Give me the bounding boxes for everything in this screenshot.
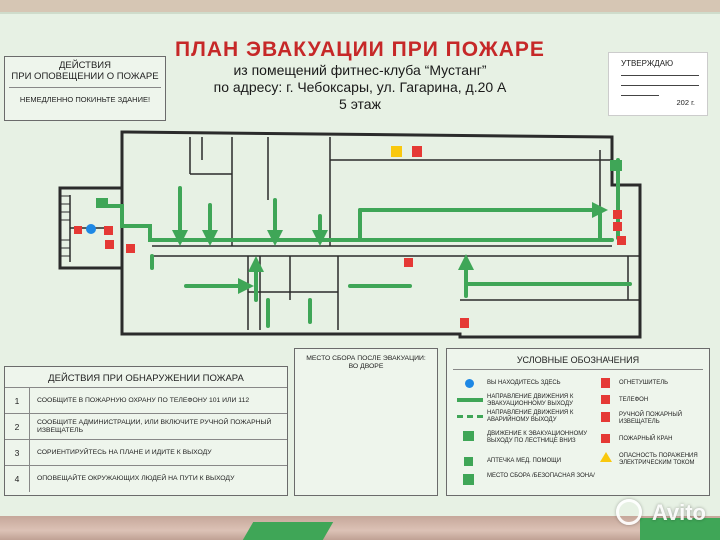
approve-label: УТВЕРЖДАЮ — [621, 59, 674, 68]
notify-actions-box: ДЕЙСТВИЯ ПРИ ОПОВЕЩЕНИИ О ПОЖАРЕ НЕМЕДЛЕ… — [4, 56, 166, 121]
first-aid-icon — [464, 457, 473, 466]
evacuation-routes — [102, 158, 632, 328]
plan-signs — [74, 146, 626, 328]
table-row: 1 СООБЩИТЕ В ПОЖАРНУЮ ОХРАНУ ПО ТЕЛЕФОНУ… — [5, 388, 287, 414]
emergency-arrow-icon — [457, 415, 483, 418]
phone-icon — [601, 395, 610, 404]
electric-hazard-icon — [600, 452, 612, 462]
evac-arrow-icon — [457, 398, 483, 402]
extinguisher-icon — [601, 378, 610, 388]
notify-title-1: ДЕЙСТВИЯ — [59, 60, 111, 71]
avito-logo-icon — [616, 499, 642, 525]
assembly-box: МЕСТО СБОРА ПОСЛЕ ЭВАКУАЦИИ: ВО ДВОРЕ — [294, 348, 438, 496]
subtitle-line-3: 5 этаж — [339, 96, 381, 112]
fire-hydrant-icon — [601, 434, 610, 443]
fire-actions-table: ДЕЙСТВИЯ ПРИ ОБНАРУЖЕНИИ ПОЖАРА 1 СООБЩИ… — [4, 366, 288, 496]
green-corner-right — [640, 518, 720, 540]
table-row: 2 СООБЩИТЕ АДМИНИСТРАЦИИ, ИЛИ ВКЛЮЧИТЕ Р… — [5, 414, 287, 440]
notify-text: НЕМЕДЛЕННО ПОКИНЬТЕ ЗДАНИЕ! — [19, 95, 151, 104]
table-row: 3 СОРИЕНТИРУЙТЕСЬ НА ПЛАНЕ И ИДИТЕ К ВЫХ… — [5, 440, 287, 466]
approve-year: 202 г. — [676, 98, 695, 107]
legend-box: УСЛОВНЫЕ ОБОЗНАЧЕНИЯ ВЫ НАХОДИТЕСЬ ЗДЕСЬ… — [446, 348, 710, 496]
assembly-title-2: ВО ДВОРЕ — [348, 363, 384, 370]
stairs — [60, 195, 70, 257]
legend-title: УСЛОВНЫЕ ОБОЗНАЧЕНИЯ — [516, 355, 640, 365]
manual-alarm-icon — [601, 412, 610, 422]
subtitle-line-1: из помещений фитнес-клуба “Мустанг” — [233, 62, 487, 78]
assembly-point-icon — [463, 474, 474, 485]
assembly-title-1: МЕСТО СБОРА ПОСЛЕ ЭВАКУАЦИИ: — [306, 355, 426, 362]
fire-actions-title: ДЕЙСТВИЯ ПРИ ОБНАРУЖЕНИИ ПОЖАРА — [5, 367, 287, 388]
table-row: 4 ОПОВЕЩАЙТЕ ОКРУЖАЮЩИХ ЛЮДЕЙ НА ПУТИ К … — [5, 466, 287, 492]
plan-title: ПЛАН ЭВАКУАЦИИ ПРИ ПОЖАРЕ — [175, 38, 545, 61]
notify-title-2: ПРИ ОПОВЕЩЕНИИ О ПОЖАРЕ — [11, 71, 159, 82]
avito-watermark: Avito — [651, 500, 706, 525]
building-walls — [58, 130, 642, 339]
packaging-film — [0, 516, 720, 540]
green-corner-left — [242, 522, 334, 540]
stairs-exit-icon — [463, 431, 474, 441]
plan-subtitle: из помещений фитнес-клуба “Мустанг” по а… — [170, 62, 550, 113]
approval-stamp-box: УТВЕРЖДАЮ 202 г. — [608, 52, 708, 116]
subtitle-line-2: по адресу: г. Чебоксары, ул. Гагарина, д… — [213, 79, 507, 95]
you-are-here-marker — [86, 224, 96, 234]
interior-walls — [69, 137, 640, 330]
you-are-here-icon — [465, 379, 474, 388]
